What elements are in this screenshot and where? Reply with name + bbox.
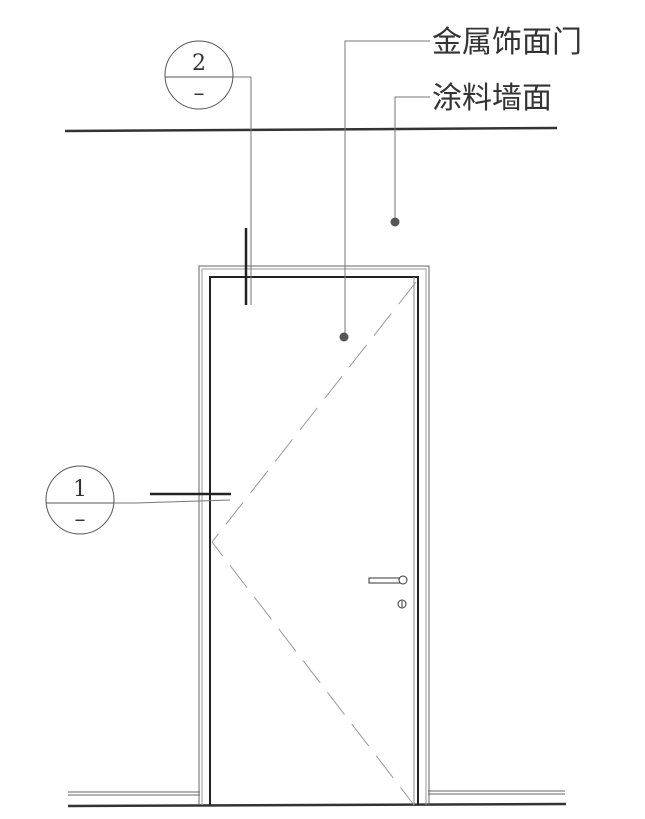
callout-2-sheet: – <box>194 81 205 106</box>
label-metal-door: 金属饰面门 <box>432 25 582 60</box>
ceiling-line <box>64 126 558 133</box>
section-callout-1[interactable]: 1 – <box>45 465 231 535</box>
section-callout-2[interactable]: 2 – <box>164 40 252 305</box>
leader-metal-door <box>339 40 430 342</box>
lock-icon <box>397 599 407 609</box>
callout-1-number: 1 <box>73 477 87 502</box>
door-handle-icon <box>368 575 408 585</box>
door-swing-lines <box>211 281 417 806</box>
baseboard-right <box>428 790 565 795</box>
leader-paint-wall <box>390 96 430 227</box>
callout-2-number: 2 <box>192 51 206 76</box>
door-frame <box>198 265 430 805</box>
callout-1-sheet: – <box>75 507 86 532</box>
baseboard-left <box>68 791 200 796</box>
floor-line <box>67 802 567 808</box>
label-paint-wall: 涂料墙面 <box>432 81 552 116</box>
